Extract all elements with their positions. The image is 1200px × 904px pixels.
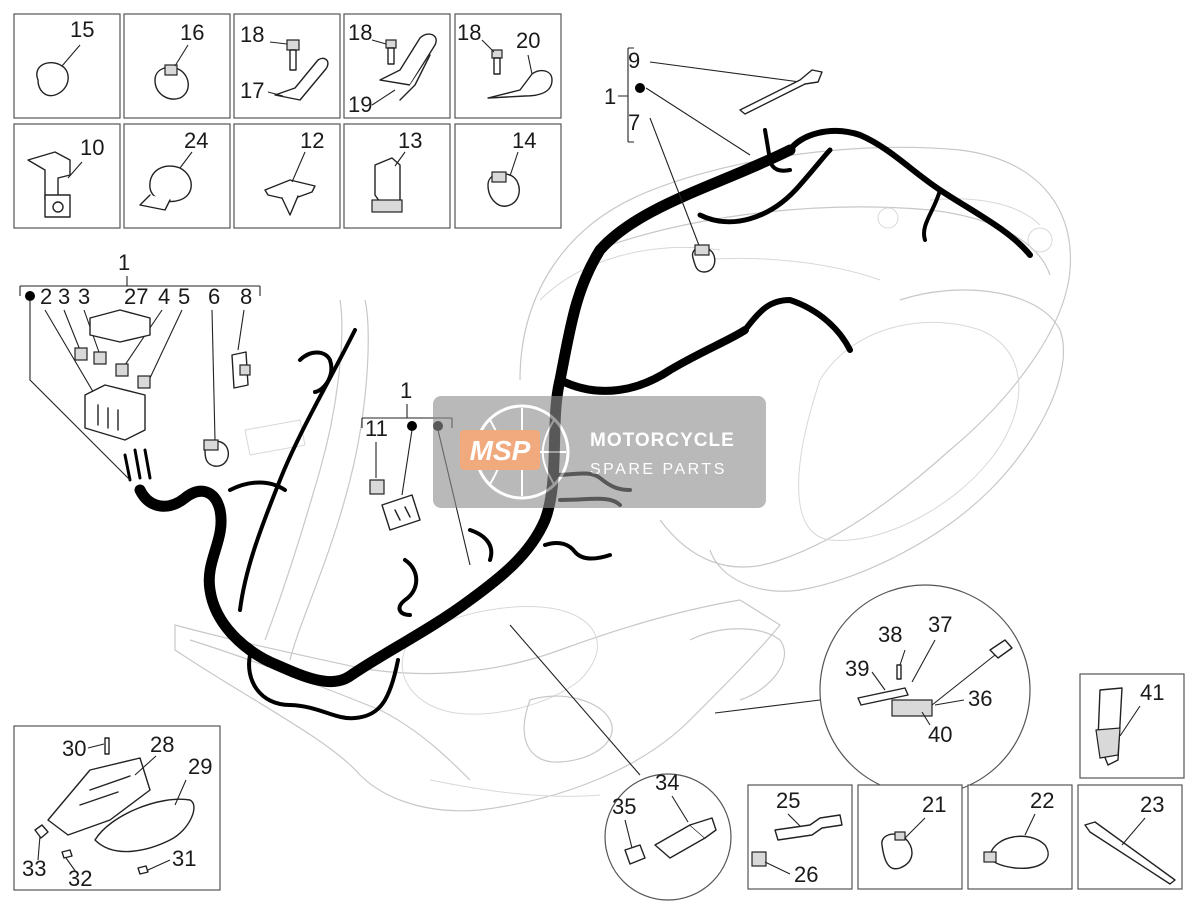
callout-18: 18 — [240, 22, 264, 47]
callout-11: 11 — [365, 416, 388, 441]
part-box-12: 12 — [233, 123, 341, 229]
callout-32: 32 — [68, 866, 92, 891]
callout-31: 31 — [172, 846, 196, 871]
part-box-18-19: 18 19 — [343, 13, 451, 119]
callout-36: 36 — [968, 686, 992, 711]
part-box-23: 23 — [1077, 784, 1183, 890]
callout-8: 8 — [240, 284, 252, 309]
callout-1: 1 — [604, 84, 616, 109]
callout-25: 25 — [776, 788, 800, 813]
callout-16: 16 — [180, 20, 204, 45]
callout-10: 10 — [80, 135, 104, 160]
callout-40: 40 — [928, 722, 952, 747]
callout-39: 39 — [845, 656, 869, 681]
callout-37: 37 — [928, 612, 952, 637]
callout-33: 33 — [22, 856, 46, 881]
callout-7: 7 — [628, 110, 640, 135]
callout-35: 35 — [612, 794, 636, 819]
watermark-logo: MSP — [470, 435, 531, 466]
callout-2: 2 — [40, 284, 52, 309]
callout-12: 12 — [300, 128, 324, 153]
part-box-22: 22 — [967, 784, 1073, 890]
watermark: MSP MOTORCYCLE SPARE PARTS — [433, 396, 766, 508]
callout-6: 6 — [208, 284, 220, 309]
callout-21: 21 — [922, 792, 946, 817]
callout-28: 28 — [150, 732, 174, 757]
part-box-10: 10 — [13, 123, 121, 229]
callout-26: 26 — [794, 862, 818, 887]
callout-3: 3 — [78, 284, 90, 309]
part-box-21: 21 — [857, 784, 963, 890]
part-box-15: 15 — [13, 13, 121, 119]
callout-9: 9 — [628, 48, 640, 73]
main-wiring-harness — [123, 127, 1033, 721]
part-box-16: 16 — [123, 13, 231, 119]
callout-1: 1 — [118, 250, 130, 275]
callout-1: 1 — [400, 378, 412, 403]
part-box-41: 41 — [1079, 673, 1185, 779]
part-box-28-33: 30 28 29 33 32 31 — [13, 725, 221, 891]
callout-14: 14 — [512, 128, 536, 153]
callout-group-9-7: 9 1 7 — [604, 47, 823, 273]
callout-38: 38 — [878, 622, 902, 647]
callout-24: 24 — [184, 128, 208, 153]
callout-4: 4 — [158, 284, 170, 309]
callout-5: 5 — [178, 284, 190, 309]
callout-13: 13 — [398, 128, 422, 153]
part-box-24: 24 — [123, 123, 231, 229]
callout-15: 15 — [70, 17, 94, 42]
callout-3: 3 — [58, 284, 70, 309]
callout-18: 18 — [348, 20, 372, 45]
callout-30: 30 — [62, 736, 86, 761]
part-box-25-26: 25 26 — [747, 784, 853, 890]
part-box-18-20: 18 20 — [454, 13, 562, 119]
scooter-body-outline — [174, 146, 1072, 812]
part-box-14: 14 — [454, 123, 562, 229]
callout-group-fusebox: 1 2 3 3 27 4 5 6 8 — [19, 250, 261, 481]
callout-19: 19 — [348, 92, 372, 117]
detail-circle-36-40: 38 37 39 36 40 — [714, 584, 1031, 796]
part-box-13: 13 — [343, 123, 451, 229]
watermark-line1: MOTORCYCLE — [590, 430, 735, 451]
watermark-line2: SPARE PARTS — [590, 461, 727, 478]
callout-22: 22 — [1030, 788, 1054, 813]
callout-20: 20 — [516, 28, 540, 53]
callout-27: 27 — [124, 284, 148, 309]
callout-34: 34 — [655, 770, 679, 795]
callout-17: 17 — [240, 78, 264, 103]
detail-circle-34-35: 34 35 — [509, 624, 732, 901]
callout-23: 23 — [1140, 792, 1164, 817]
part-box-17-18: 18 17 — [233, 13, 341, 119]
callout-29: 29 — [188, 754, 212, 779]
callout-18: 18 — [457, 20, 481, 45]
callout-41: 41 — [1140, 680, 1164, 705]
